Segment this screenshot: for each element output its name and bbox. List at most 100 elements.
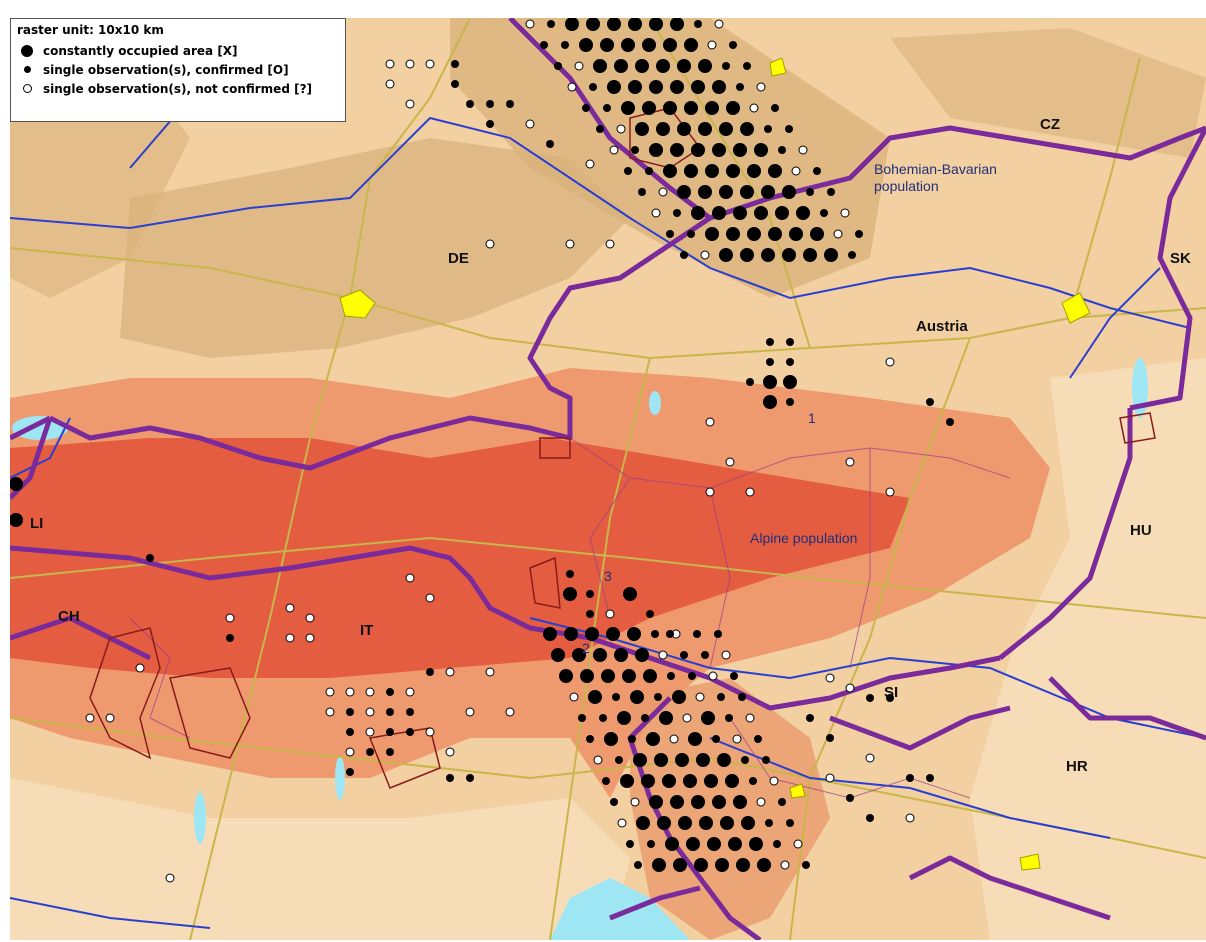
unconfirmed-observation-dot: [630, 797, 640, 807]
lake-chiemsee: [649, 391, 661, 415]
unconfirmed-observation-dot: [445, 747, 455, 757]
constantly-occupied-dot: [728, 837, 742, 851]
constantly-occupied-dot: [628, 18, 642, 31]
constantly-occupied-dot: [617, 711, 631, 725]
unconfirmed-observation-dot: [705, 487, 715, 497]
country-label-si: SI: [884, 684, 899, 701]
constantly-occupied-dot: [643, 669, 657, 683]
constantly-occupied-dot: [620, 774, 634, 788]
confirmed-observation-dot: [346, 768, 354, 776]
bohemian-forest-hills: [450, 18, 890, 298]
unconfirmed-observation-dot: [325, 687, 335, 697]
constantly-occupied-dot: [747, 227, 761, 241]
unconfirmed-observation-dot: [325, 707, 335, 717]
constantly-occupied-dot: [691, 206, 705, 220]
unconfirmed-observation-dot: [769, 776, 779, 786]
confirmed-observation-dot: [906, 774, 914, 782]
constantly-occupied-dot: [768, 164, 782, 178]
constantly-occupied-dot: [649, 143, 663, 157]
confirmed-observation-dot: [506, 100, 514, 108]
constantly-occupied-dot: [606, 627, 620, 641]
confirmed-observation-dot: [766, 338, 774, 346]
legend-label: single observation(s), confirmed [O]: [43, 62, 289, 77]
unconfirmed-observation-dot: [505, 707, 515, 717]
constantly-occupied-dot: [572, 648, 586, 662]
unconfirmed-observation-dot: [285, 603, 295, 613]
constantly-occupied-dot: [593, 59, 607, 73]
area-number-1: 1: [808, 410, 816, 426]
unconfirmed-observation-dot: [745, 713, 755, 723]
city-ljubljana: [789, 783, 806, 799]
constantly-occupied-dot: [10, 477, 23, 491]
constantly-occupied-dot: [641, 774, 655, 788]
constantly-occupied-dot: [719, 248, 733, 262]
unconfirmed-observation-dot: [365, 687, 375, 697]
confirmed-observation-dot: [946, 418, 954, 426]
constantly-occupied-dot: [810, 227, 824, 241]
constantly-occupied-dot: [796, 206, 810, 220]
constantly-occupied-dot: [614, 648, 628, 662]
constantly-occupied-dot: [630, 690, 644, 704]
constantly-occupied-dot: [712, 206, 726, 220]
constantly-occupied-dot: [803, 248, 817, 262]
confirmed-observation-dot: [638, 188, 646, 196]
confirmed-observation-dot: [866, 814, 874, 822]
constantly-occupied-dot: [607, 80, 621, 94]
unconfirmed-observation-dot: [840, 208, 850, 218]
constantly-occupied-dot: [593, 648, 607, 662]
unconfirmed-observation-dot: [865, 753, 875, 763]
constantly-occupied-dot: [701, 711, 715, 725]
cities: [339, 57, 1091, 871]
unconfirmed-observation-dot: [695, 692, 705, 702]
confirmed-observation-dot: [546, 140, 554, 148]
unconfirmed-observation-dot: [798, 145, 808, 155]
constantly-occupied-dot: [559, 669, 573, 683]
unconfirmed-observation-dot: [565, 239, 575, 249]
unconfirmed-observation-dot: [305, 633, 315, 643]
constantly-occupied-dot: [740, 248, 754, 262]
constantly-occupied-dot: [649, 18, 663, 31]
unconfirmed-observation-dot: [385, 59, 395, 69]
constantly-occupied-dot: [673, 858, 687, 872]
country-label-hu: HU: [1130, 522, 1152, 539]
confirmed-observation-dot: [766, 358, 774, 366]
unconfirmed-observation-dot: [165, 873, 175, 883]
confirmed-observation-dot: [827, 188, 835, 196]
constantly-occupied-dot: [698, 122, 712, 136]
confirmed-observation-dot: [806, 188, 814, 196]
unconfirmed-observation-dot: [605, 239, 615, 249]
constantly-occupied-dot: [705, 227, 719, 241]
unconfirmed-observation-dot: [825, 773, 835, 783]
moravian-hills: [890, 28, 1206, 158]
confirmed-observation-dot: [446, 774, 454, 782]
confirmed-observation-dot: [386, 748, 394, 756]
constantly-occupied-dot: [649, 80, 663, 94]
constantly-occupied-dot: [656, 122, 670, 136]
confirmed-observation-dot: [729, 41, 737, 49]
constantly-occupied-dot: [719, 185, 733, 199]
constantly-occupied-dot: [691, 80, 705, 94]
constantly-occupied-dot: [761, 185, 775, 199]
constantly-occupied-dot: [621, 101, 635, 115]
unconfirmed-observation-dot: [825, 673, 835, 683]
confirmed-observation-dot: [654, 693, 662, 701]
unconfirmed-observation-dot: [682, 713, 692, 723]
confirmed-observation-dot: [596, 125, 604, 133]
legend-item-constantly-occupied: constantly occupied area [X]: [17, 41, 339, 60]
map-legend: raster unit: 10x10 km constantly occupie…: [10, 18, 346, 122]
constantly-occupied-dot: [747, 164, 761, 178]
constantly-occupied-dot: [654, 753, 668, 767]
constantly-occupied-dot: [543, 627, 557, 641]
confirmed-observation-dot: [725, 714, 733, 722]
unconfirmed-observation-dot: [721, 650, 731, 660]
confirmed-observation-dot: [762, 756, 770, 764]
constantly-occupied-dot: [740, 122, 754, 136]
constantly-occupied-dot: [601, 669, 615, 683]
constantly-occupied-dot: [712, 795, 726, 809]
constantly-occupied-dot: [677, 185, 691, 199]
alps-high-elevation: [10, 438, 910, 678]
constantly-occupied-dot: [720, 816, 734, 830]
confirmed-observation-dot: [806, 714, 814, 722]
constantly-occupied-dot: [726, 101, 740, 115]
constantly-occupied-dot: [749, 837, 763, 851]
